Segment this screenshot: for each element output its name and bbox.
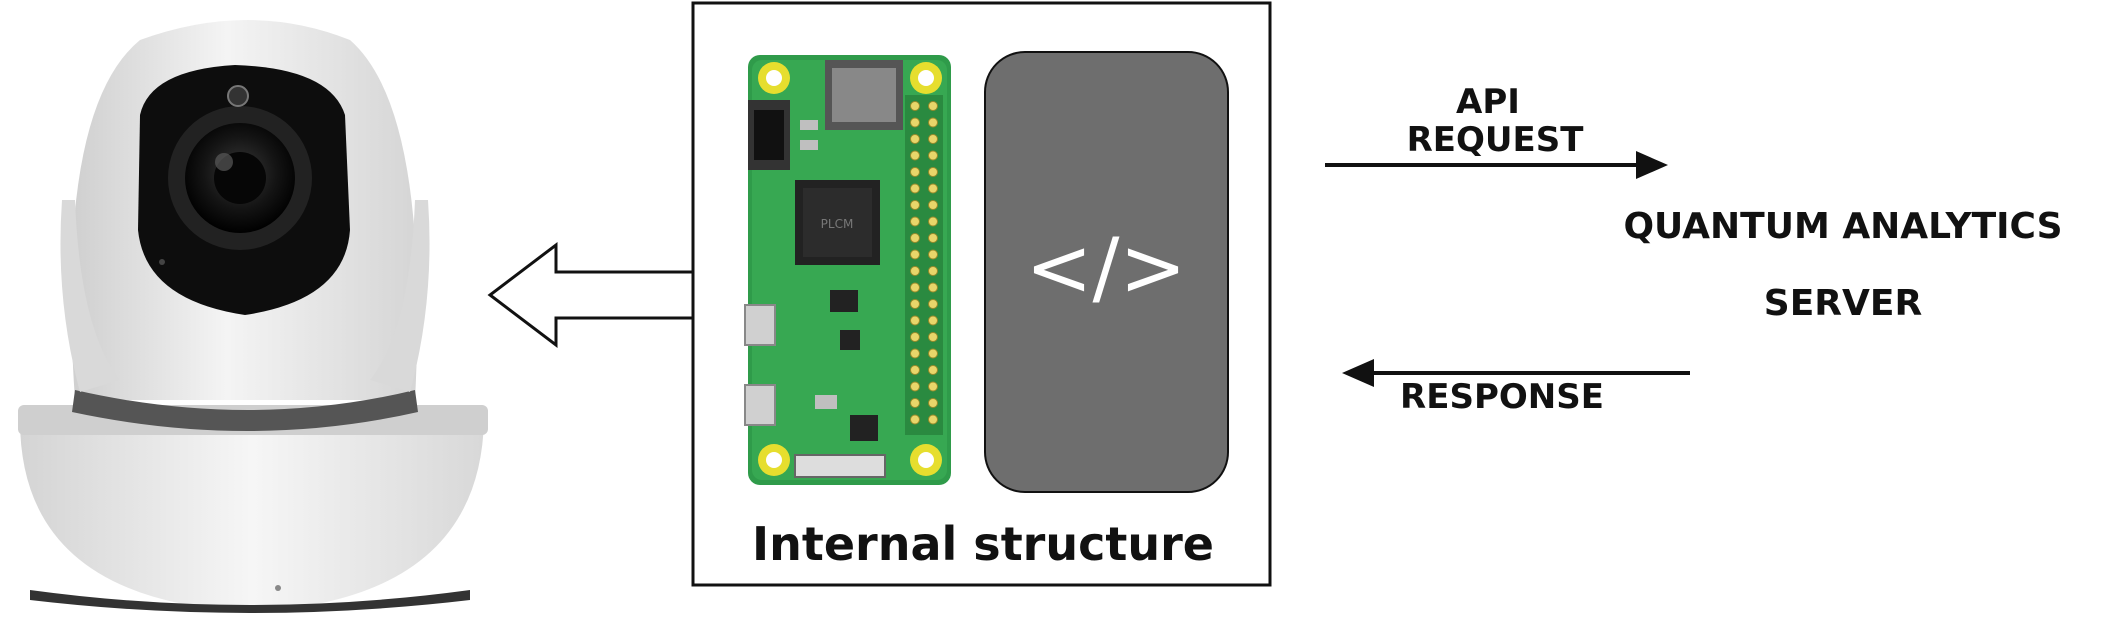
gpio-pin [928,332,938,342]
gpio-pin [928,282,938,293]
gpio-pin [910,381,920,392]
gpio-pin [910,117,920,128]
gpio-pin [928,266,938,276]
api-request-label-line2: REQUEST [1407,120,1585,160]
ip-camera-icon [18,20,488,613]
gpio-pin [910,200,920,210]
gpio-pin [910,150,920,161]
gpio-pin [910,282,920,293]
gpio-pin [910,183,920,194]
gpio-pin [928,365,938,375]
gpio-pin [928,414,938,425]
gpio-pin [910,332,920,342]
gpio-pin [928,183,938,194]
server-label-line1: QUANTUM ANALYTICS [1623,206,2062,247]
api-request-arrow [1325,151,1668,179]
circuit-board-icon: PLCM [744,55,951,485]
gpio-pin [928,381,938,392]
gpio-pin [910,101,920,111]
gpio-pin [928,249,938,260]
gpio-pin [928,200,938,210]
gpio-pin [910,134,920,144]
gpio-pin [910,216,920,227]
svg-text:PLCM: PLCM [821,217,854,231]
gpio-pin [928,216,938,227]
gpio-pin [928,398,938,408]
server-label-line2: SERVER [1764,283,1922,324]
gpio-pin [910,167,920,177]
gpio-pin [928,167,938,177]
code-icon: </> [1025,221,1186,314]
gpio-pin [928,134,938,144]
gpio-pin [928,233,938,243]
gpio-pin [910,233,920,243]
api-request-label-line1: API [1456,82,1520,122]
gpio-pin [910,315,920,326]
gpio-pin [910,266,920,276]
gpio-pin [910,348,920,359]
gpio-pin [910,299,920,309]
gpio-pin [928,315,938,326]
gpio-pin [910,365,920,375]
internal-structure-label: Internal structure [752,517,1214,571]
gpio-header [910,101,938,425]
gpio-pin [910,414,920,425]
hollow-arrow-icon [487,241,692,349]
gpio-pin [910,398,920,408]
gpio-pin [928,117,938,128]
response-label: RESPONSE [1400,377,1604,417]
gpio-pin [928,348,938,359]
gpio-pin [928,299,938,309]
response-arrow [1342,359,1690,387]
gpio-pin [910,249,920,260]
code-panel [984,51,1229,493]
gpio-pin [928,101,938,111]
gpio-pin [928,150,938,161]
